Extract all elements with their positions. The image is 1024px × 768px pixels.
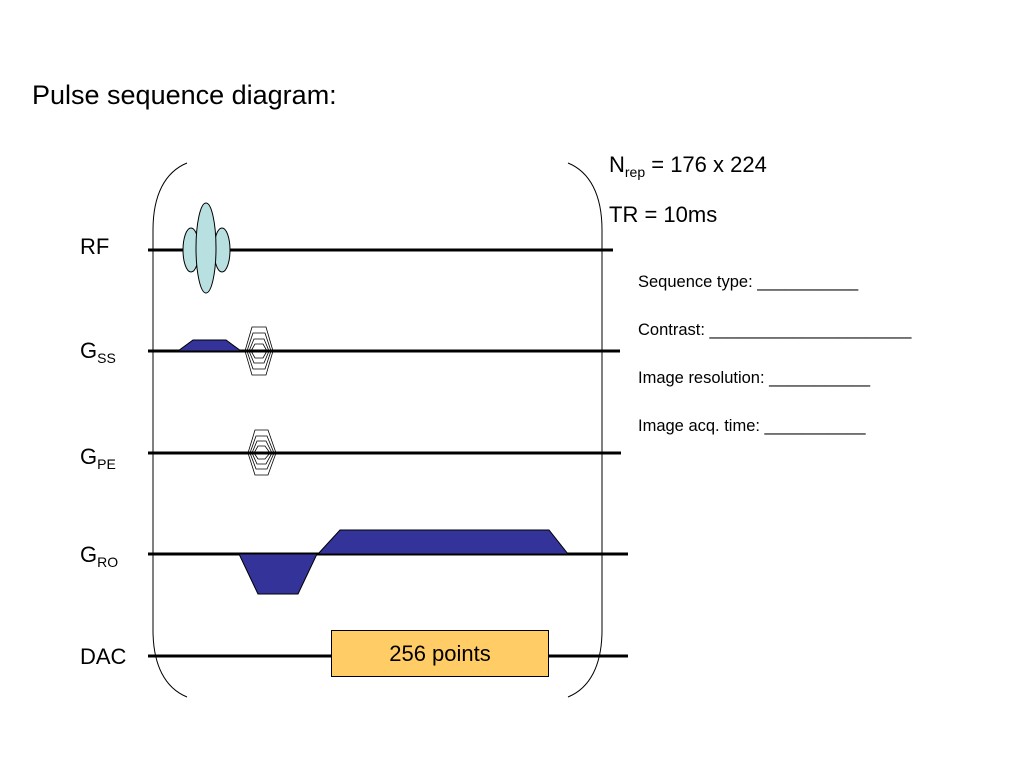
label-gpe: GPE	[80, 444, 116, 472]
right-parenthesis	[567, 162, 603, 698]
param-nrep: Nrep = 176 x 224	[609, 152, 767, 180]
gpe-phase-table	[247, 429, 277, 476]
rf-main-lobe	[195, 202, 217, 294]
question-sequence-type: Sequence type: ___________	[638, 273, 859, 291]
label-dac: DAC	[80, 644, 127, 669]
question-image-resolution: Image resolution: ___________	[638, 369, 871, 387]
rf-pulse	[182, 202, 231, 294]
dac-sampling-box: 256 points	[331, 630, 549, 677]
param-tr: TR = 10ms	[609, 202, 718, 227]
label-rf: RF	[80, 234, 110, 259]
gss-slice-select-lobe	[176, 339, 243, 352]
page-title: Pulse sequence diagram:	[32, 80, 337, 110]
left-parenthesis	[152, 162, 188, 698]
label-gro: GRO	[80, 542, 119, 570]
gss-phase-table	[244, 326, 274, 376]
question-image-acq-time: Image acq. time: ___________	[638, 417, 866, 435]
question-contrast: Contrast: ______________________	[638, 321, 912, 339]
gro-prephaser-lobe	[238, 553, 318, 595]
gro-readout-lobe	[316, 529, 570, 555]
label-gss: GSS	[80, 338, 116, 366]
